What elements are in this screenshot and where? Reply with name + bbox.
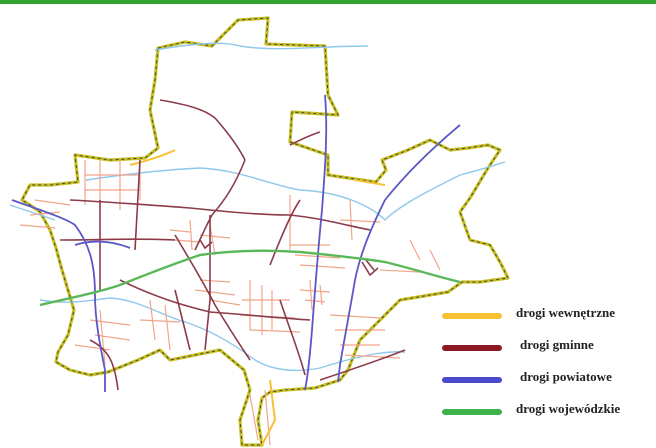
municipal-road: [174, 289, 191, 351]
municipal-road: [204, 215, 211, 351]
legend-item-drogi-gminne: drogi gminne: [438, 335, 656, 367]
district-road: [11, 199, 106, 392]
municipal-road: [269, 199, 301, 266]
map-legend: drogi wewnętrzne drogi gminne drogi powi…: [438, 303, 656, 431]
municipal-road: [174, 234, 251, 361]
legend-item-drogi-wewnetrzne: drogi wewnętrzne: [438, 303, 656, 335]
river-west: [9, 204, 56, 221]
municipal-road: [89, 339, 119, 391]
legend-swatch-drogi-wojewodzkie: [442, 409, 502, 415]
district-road: [74, 240, 131, 249]
street: [379, 239, 441, 273]
street: [329, 314, 401, 359]
legend-swatch-drogi-powiatowe: [442, 377, 502, 383]
street: [139, 299, 181, 351]
rivers-layer: [9, 42, 506, 372]
internal-road: [354, 179, 386, 186]
municipal-road: [69, 199, 371, 231]
district-road: [337, 124, 461, 383]
municipal-road: [361, 259, 379, 277]
street: [194, 279, 241, 306]
legend-swatch-drogi-gminne: [442, 345, 502, 351]
legend-label-drogi-wewnetrzne: drogi wewnętrzne: [516, 305, 616, 320]
street: [169, 219, 231, 256]
street: [239, 280, 301, 335]
street: [289, 195, 381, 250]
top-accent-bar: [0, 0, 656, 4]
municipal-road: [279, 299, 306, 376]
street: [74, 309, 131, 366]
municipality-boundary: [20, 16, 510, 447]
river-central: [85, 161, 506, 221]
street: [84, 160, 141, 210]
municipal-road: [159, 99, 246, 161]
municipal-road: [199, 239, 213, 250]
street: [249, 389, 271, 446]
legend-label-drogi-powiatowe: drogi powiatowe: [520, 369, 612, 384]
legend-label-drogi-gminne: drogi gminne: [520, 337, 594, 352]
river-south: [39, 297, 406, 372]
legend-item-drogi-wojewodzkie: drogi wojewódzkie: [438, 399, 656, 431]
internal-road: [261, 379, 277, 446]
municipality-boundary-dashed: [21, 17, 509, 446]
district-road: [304, 94, 328, 391]
district-roads-layer: [11, 94, 461, 392]
legend-item-drogi-powiatowe: drogi powiatowe: [438, 367, 656, 399]
legend-swatch-drogi-wewnetrzne: [442, 313, 502, 319]
municipal-road: [319, 349, 406, 381]
street: [19, 199, 71, 229]
voivodeship-roads-layer: [39, 249, 461, 307]
river-north: [154, 42, 369, 51]
voivodeship-road: [39, 249, 461, 307]
legend-label-drogi-wojewodzkie: drogi wojewódzkie: [516, 401, 621, 416]
internal-road: [129, 149, 176, 166]
municipal-road: [119, 279, 311, 321]
municipal-road: [289, 131, 321, 146]
municipal-road: [134, 159, 141, 251]
streets-layer: [19, 160, 441, 446]
municipal-roads-layer: [59, 99, 406, 391]
municipal-road: [194, 159, 246, 251]
municipal-road: [59, 238, 176, 241]
internal-roads-layer: [129, 149, 386, 446]
